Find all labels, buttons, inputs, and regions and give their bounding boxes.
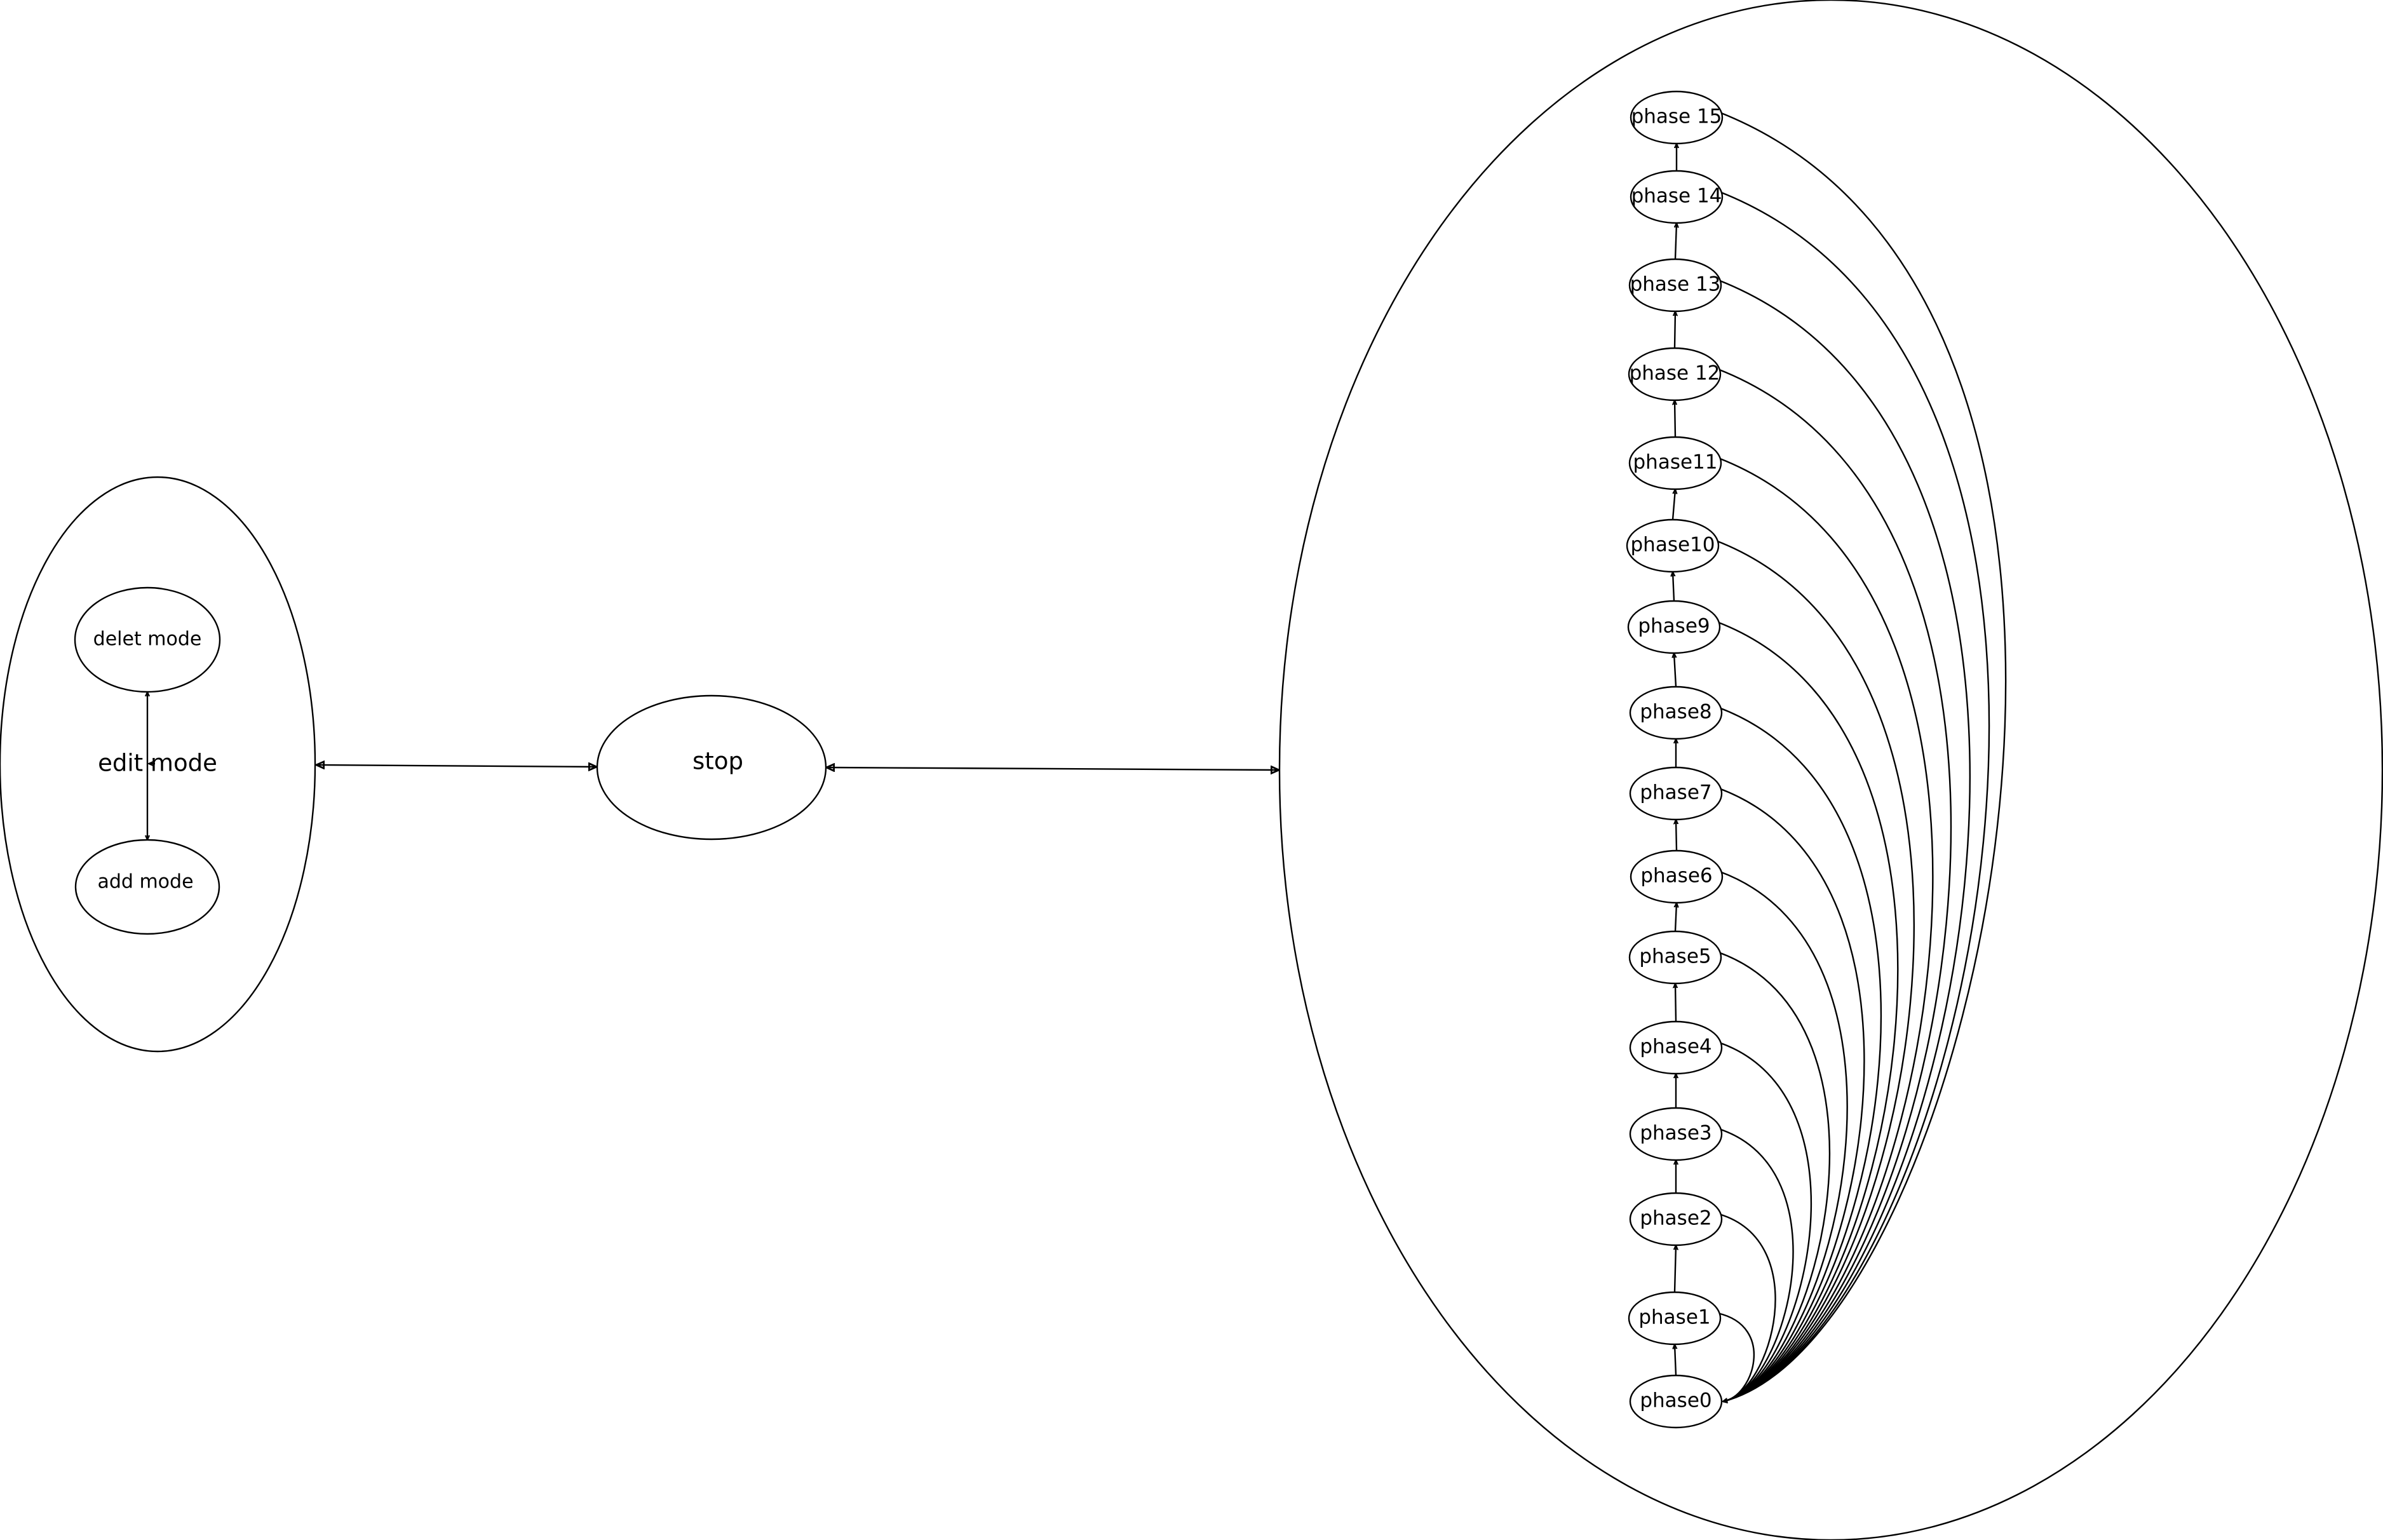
phase-return-edge — [1718, 457, 1934, 1402]
phase-return-edge — [1719, 111, 2007, 1402]
phase-label: phase6 — [1640, 865, 1712, 888]
phase-label: phase3 — [1640, 1122, 1711, 1145]
phase-node[interactable] — [1626, 518, 1720, 573]
phase-label: phase4 — [1640, 1036, 1711, 1058]
phase-group-container — [1279, 0, 2383, 1540]
edit-stop-edge — [316, 765, 597, 767]
phase-label: phase7 — [1640, 781, 1711, 804]
phase-label: phase8 — [1640, 701, 1711, 724]
phase-return-edge — [1719, 870, 1848, 1402]
phase-node[interactable] — [1629, 1374, 1723, 1429]
phase-label: phase9 — [1638, 615, 1710, 638]
edit-mode-label: edit mode — [98, 750, 217, 777]
phase-label: phase2 — [1640, 1207, 1711, 1230]
phase-node[interactable] — [1630, 90, 1724, 145]
phase-return-edge — [1717, 368, 1952, 1402]
phase-label: phase10 — [1631, 534, 1715, 557]
edit-mode-group[interactable]: delet mode add mode edit mode — [0, 476, 316, 1053]
phase-label: phase 13 — [1630, 273, 1721, 296]
phase-return-edge — [1718, 279, 1971, 1402]
phase-node[interactable] — [1630, 170, 1724, 224]
stop-label: stop — [692, 748, 743, 775]
phase-label: phase 14 — [1631, 185, 1722, 208]
phase-nodes: phase0 phase1 phase2 phase3 phase4 phase5 phas… — [1626, 90, 1724, 1429]
phase-node[interactable] — [1630, 849, 1724, 904]
phase-label: phase 12 — [1630, 362, 1720, 385]
phase-return-edge — [1718, 1041, 1813, 1402]
phase-return-edge — [1718, 787, 1865, 1402]
phase-node[interactable] — [1629, 1020, 1723, 1075]
phase-return-edge — [1718, 706, 1882, 1402]
phase-node[interactable] — [1628, 1291, 1722, 1346]
phase-step-arrow — [1674, 653, 1676, 687]
phase-label: phase0 — [1640, 1389, 1711, 1412]
stop-group[interactable]: stop — [596, 694, 827, 841]
phase-node[interactable] — [1628, 347, 1722, 402]
edit-mode-container — [0, 476, 316, 1053]
phase-node[interactable] — [1629, 1107, 1723, 1161]
phase-node[interactable] — [1629, 766, 1723, 821]
phase-node[interactable] — [1627, 600, 1721, 654]
phase-node[interactable] — [1628, 436, 1722, 490]
phase-step-arrow — [1676, 820, 1677, 851]
phase-step-arrow — [1675, 223, 1677, 260]
phase-label: phase11 — [1633, 451, 1718, 474]
phase-return-edge — [1718, 951, 1831, 1402]
phase-step-arrow — [1671, 489, 1675, 520]
phase-edges — [1671, 111, 2007, 1402]
phase-return-edge — [1719, 191, 1990, 1402]
phase-step-arrow — [1675, 983, 1676, 1022]
add-mode-label: add mode — [97, 871, 193, 893]
phase-node[interactable] — [1629, 1192, 1723, 1246]
phase-label: phase5 — [1639, 945, 1711, 968]
phase-return-edge — [1718, 1128, 1794, 1402]
phase-label: phase 15 — [1631, 105, 1722, 128]
phase-node[interactable] — [1628, 258, 1722, 313]
phase-label: phase1 — [1638, 1306, 1710, 1329]
phase-step-arrow — [1675, 1344, 1676, 1376]
phase-node[interactable] — [1629, 686, 1723, 740]
phase-step-arrow — [1673, 572, 1674, 602]
delete-mode-label: delet mode — [93, 628, 202, 651]
phase-node[interactable] — [1628, 930, 1722, 985]
phase-step-arrow — [1675, 903, 1677, 932]
phase-step-arrow — [1675, 1245, 1676, 1293]
phase-return-edge — [1715, 539, 1915, 1402]
phase-return-edge — [1717, 621, 1899, 1402]
stop-phases-edge — [827, 767, 1279, 770]
